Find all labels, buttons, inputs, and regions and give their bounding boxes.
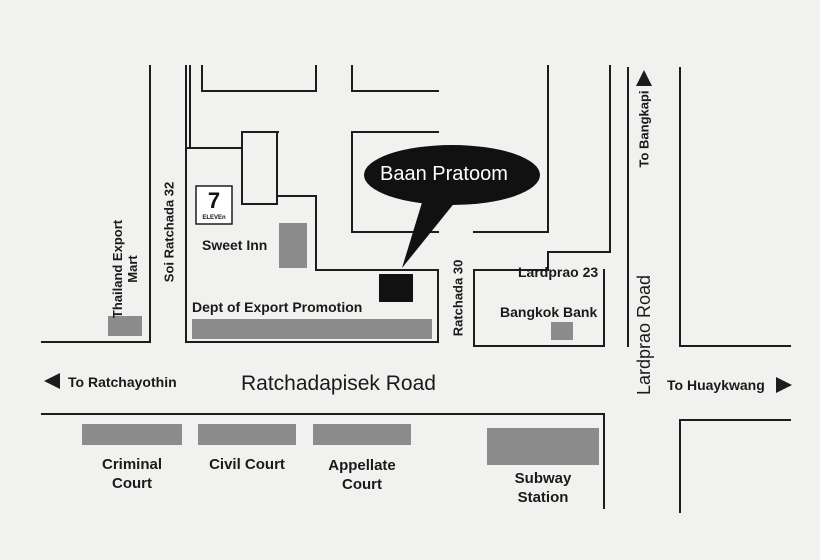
callout-label: Baan Pratoom xyxy=(380,163,508,185)
arrow-left-icon xyxy=(44,373,60,389)
road-edge-mid-b xyxy=(241,147,278,205)
road-edge-lardprao-south xyxy=(679,419,791,513)
label-to-bangkapi: To Bangkapi xyxy=(636,90,652,168)
label-lardprao-23: Lardprao 23 xyxy=(518,264,599,280)
label-civil-court: Civil Court xyxy=(209,456,285,473)
building-bangkok-bank xyxy=(551,322,573,340)
label-bangkok-bank: Bangkok Bank xyxy=(500,304,598,320)
building-dept-export xyxy=(192,319,432,339)
arrow-right-icon xyxy=(776,377,792,393)
building-thailand-export-mart xyxy=(108,316,142,336)
road-edge-upper-mid-2 xyxy=(351,131,439,233)
road-edge-ratchadapisek-south xyxy=(41,413,605,509)
seven-eleven-logo-text: ELEVEn xyxy=(202,215,226,221)
label-thailand-export-mart: Thailand Export Mart xyxy=(110,219,140,319)
label-sweet-inn: Sweet Inn xyxy=(202,237,268,253)
road-edge-upper-mid-1 xyxy=(351,65,439,92)
road-edge-block-inner xyxy=(185,131,243,149)
label-lardprao-road: Lardprao Road xyxy=(634,274,654,396)
label-subway-station: Subway Station xyxy=(514,470,572,506)
road-edge-upper-right xyxy=(473,65,611,347)
label-criminal-court: Criminal Court xyxy=(101,456,162,492)
arrow-up-icon xyxy=(636,70,652,86)
label-dept-export: Dept of Export Promotion xyxy=(192,299,363,315)
label-soi-ratchada-32: Soi Ratchada 32 xyxy=(161,181,177,283)
seven-eleven-icon: 7 ELEVEn xyxy=(195,185,233,225)
callout-bubble xyxy=(364,145,540,268)
building-sweet-inn xyxy=(279,223,307,268)
label-ratchada-30: Ratchada 30 xyxy=(450,259,466,337)
building-appellate-court xyxy=(313,424,411,445)
building-civil-court xyxy=(198,424,296,445)
building-criminal-court xyxy=(82,424,182,445)
road-edge-soi-left xyxy=(41,65,151,343)
label-ratchadapisek-road: Ratchadapisek Road xyxy=(241,372,436,395)
road-edge-left-block xyxy=(185,65,439,343)
label-to-ratchayothin: To Ratchayothin xyxy=(68,374,177,390)
building-baan-pratoom xyxy=(379,274,413,302)
label-to-huaykwang: To Huaykwang xyxy=(667,377,765,393)
svg-text:7: 7 xyxy=(208,188,220,213)
building-subway-station xyxy=(487,428,599,465)
label-appellate-court: Appellate Court xyxy=(328,457,396,493)
road-edge-ratchada30-east xyxy=(473,65,549,233)
